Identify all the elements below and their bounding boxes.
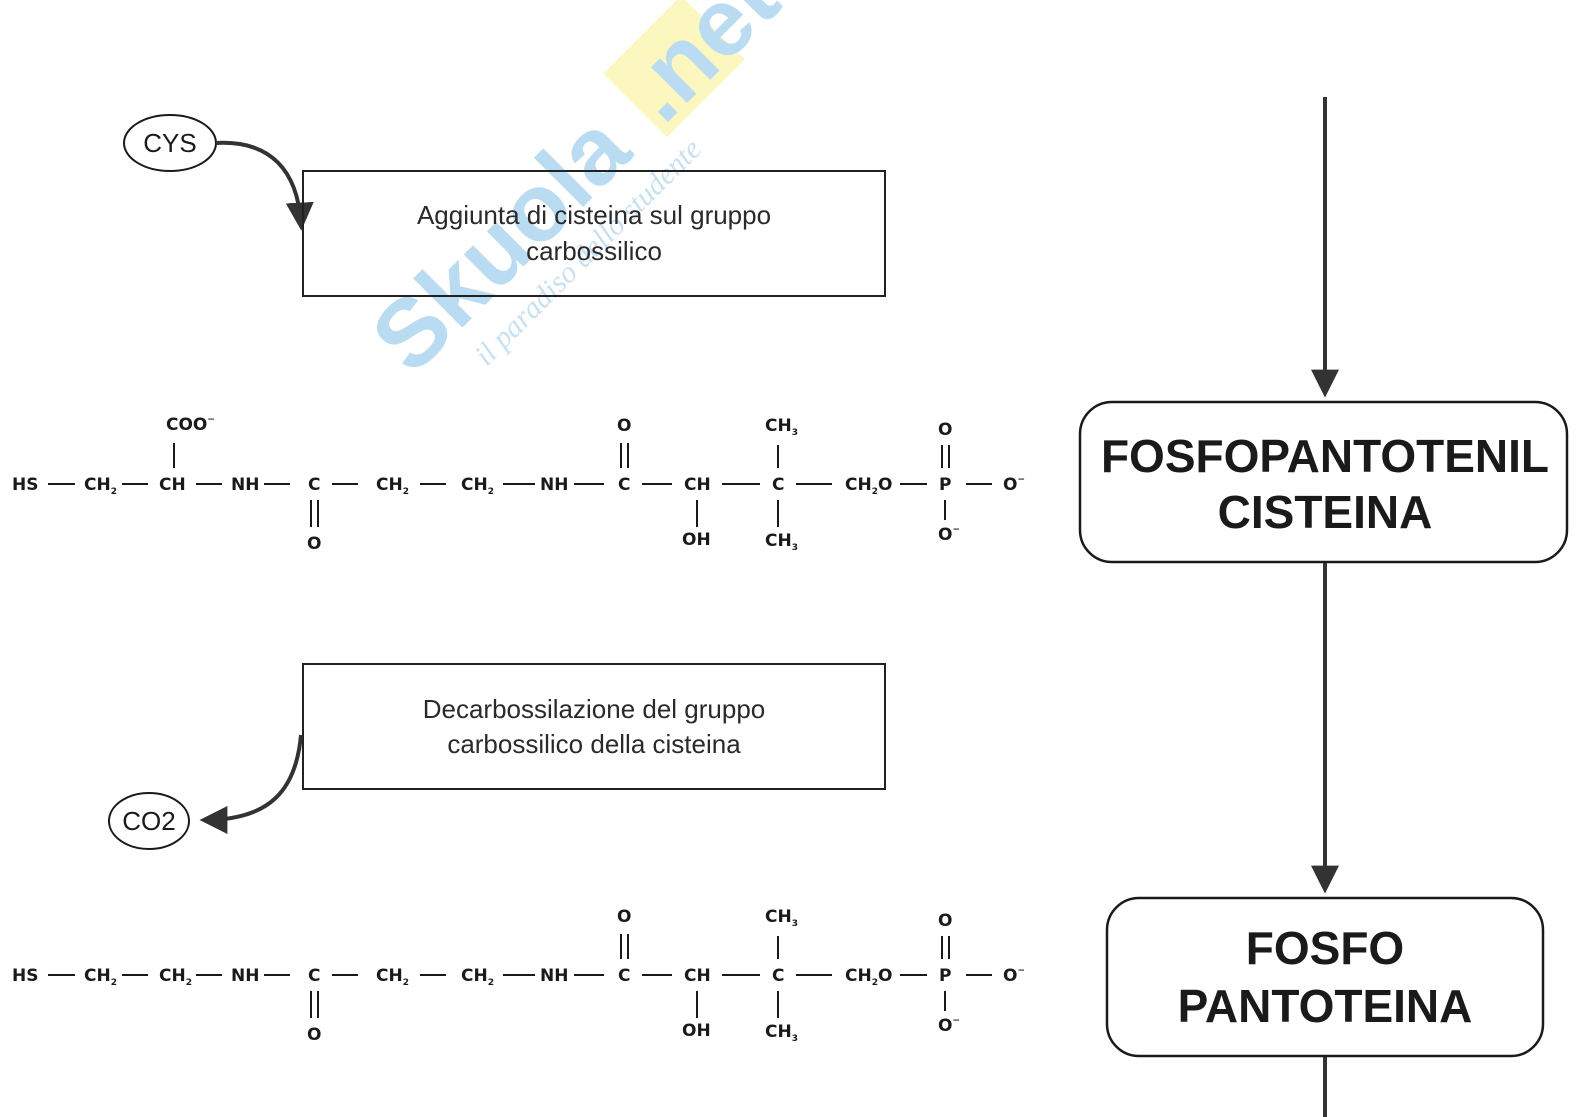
atom-ch3-bottom: CH3	[765, 531, 798, 553]
molecule-fosfopantoteina: HS CH2 CH2 NH C O CH2 CH2 NH C O CH OH C…	[12, 907, 1025, 1045]
atom-p-o-double: O	[938, 420, 952, 440]
atom-c-amide-1: C	[308, 966, 320, 986]
atom-ch2o: CH2O	[845, 475, 892, 497]
step-decarboxylation-box: Decarbossilazione del gruppo carbossilic…	[302, 663, 886, 790]
node-1-line-1: FOSFOPANTOTENIL	[1101, 430, 1549, 482]
atom-ch: CH	[159, 475, 186, 495]
step-1-line-2: carbossilico	[526, 236, 662, 266]
step-1-line-1: Aggiunta di cisteina sul gruppo	[417, 200, 771, 230]
node-fosfopantotenil-cisteina: FOSFOPANTOTENIL CISTEINA	[1078, 400, 1569, 564]
co2-arrow	[199, 734, 303, 834]
atom-o-amide-1: O	[307, 534, 321, 554]
cys-label: CYS	[143, 128, 196, 158]
watermark-suffix: .net	[603, 0, 799, 141]
co2-output: CO2	[108, 792, 190, 850]
atom-p: P	[939, 966, 951, 986]
atom-p-o-minus-right: O−	[1003, 475, 1025, 495]
cys-arrow	[215, 140, 314, 231]
step-box-1	[302, 170, 886, 297]
atom-ch3-bottom: CH3	[765, 1022, 798, 1044]
atom-nh: NH	[540, 966, 568, 986]
molecule-fosfopantotenil-cisteina: HS CH2 CH COO− NH C O CH2 CH2 NH C O CH …	[12, 415, 1025, 554]
atom-c-quat: C	[772, 475, 784, 495]
atom-ch3-top: CH3	[765, 907, 798, 929]
watermark-suffix-bg	[603, 0, 745, 138]
atom-c-quat: C	[772, 966, 784, 986]
atom-p-o-minus-bottom: O−	[938, 525, 960, 545]
atom-o-amide-2: O	[617, 416, 631, 436]
atom-p: P	[939, 475, 951, 495]
atom-ch2: CH2	[376, 475, 409, 497]
atom-c-amide-2: C	[618, 475, 630, 495]
co2-label: CO2	[122, 806, 175, 836]
node-2-line-2: PANTOTEINA	[1178, 980, 1473, 1032]
atom-ch2: CH2	[159, 966, 192, 988]
atom-o-amide-1: O	[307, 1025, 321, 1045]
atom-c-amide-2: C	[618, 966, 630, 986]
atom-oh: OH	[682, 1021, 711, 1041]
atom-nh: NH	[231, 475, 259, 495]
atom-coo-minus: COO−	[166, 415, 215, 435]
step-add-cysteine-box: Aggiunta di cisteina sul gruppo carbossi…	[302, 170, 886, 297]
step-2-line-1: Decarbossilazione del gruppo	[423, 694, 766, 724]
atom-ch3-top: CH3	[765, 416, 798, 438]
step-box-2	[302, 663, 886, 790]
node-fosfopantoteina: FOSFO PANTOTEINA	[1105, 896, 1545, 1058]
atom-ch2: CH2	[461, 475, 494, 497]
atom-p-o-double: O	[938, 911, 952, 931]
atom-nh: NH	[540, 475, 568, 495]
atom-oh: OH	[682, 530, 711, 550]
co2-ellipse	[108, 792, 190, 850]
atom-p-o-minus-bottom: O−	[938, 1016, 960, 1036]
atom-nh: NH	[231, 966, 259, 986]
step-2-line-2: carbossilico della cisteina	[447, 729, 741, 759]
atom-ch2o: CH2O	[845, 966, 892, 988]
atom-ch-oh: CH	[684, 475, 711, 495]
node-box-2	[1105, 896, 1545, 1058]
atom-ch2: CH2	[84, 966, 117, 988]
atom-o-amide-2: O	[617, 907, 631, 927]
atom-c-amide-1: C	[308, 475, 320, 495]
node-2-line-1: FOSFO	[1246, 922, 1404, 974]
node-box-1	[1078, 400, 1569, 564]
cys-input: CYS	[123, 114, 217, 172]
atom-hs: HS	[12, 966, 38, 986]
atom-ch2: CH2	[461, 966, 494, 988]
node-1-line-2: CISTEINA	[1218, 486, 1433, 538]
atom-ch-oh: CH	[684, 966, 711, 986]
atom-hs: HS	[12, 475, 38, 495]
atom-ch2: CH2	[84, 475, 117, 497]
atom-p-o-minus-right: O−	[1003, 966, 1025, 986]
atom-ch2: CH2	[376, 966, 409, 988]
